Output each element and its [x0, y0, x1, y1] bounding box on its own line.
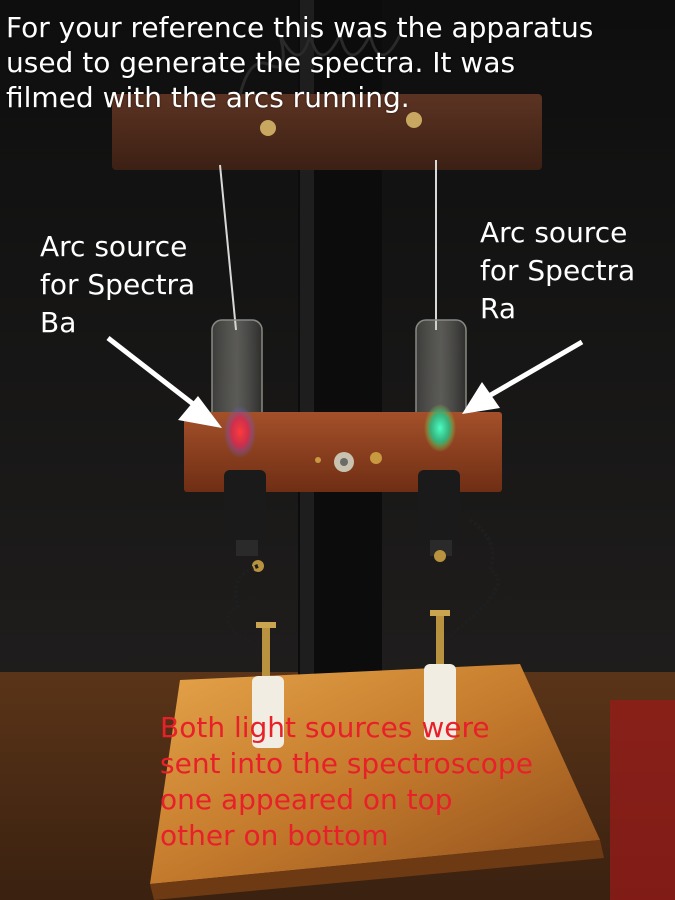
top-caption: For your reference this was the apparatu…: [6, 11, 594, 114]
right-arc-label: Arc source for Spectra Ra: [480, 216, 636, 325]
radium-arc-glow: [424, 404, 456, 452]
left-pointer-arrow: [106, 336, 222, 428]
right-pointer-arrow: [462, 339, 584, 414]
right-insulator: [424, 664, 456, 740]
right-coil-wire: [442, 518, 500, 642]
top-crossbar: [112, 94, 542, 170]
left-arc-label: Arc source for Spectra Ba: [40, 230, 196, 339]
left-insulator: [252, 676, 284, 748]
left-coil-wire: [226, 564, 270, 677]
bottom-caption: Both light sources were sent into the sp…: [160, 711, 533, 852]
barium-arc-glow: [224, 406, 256, 458]
